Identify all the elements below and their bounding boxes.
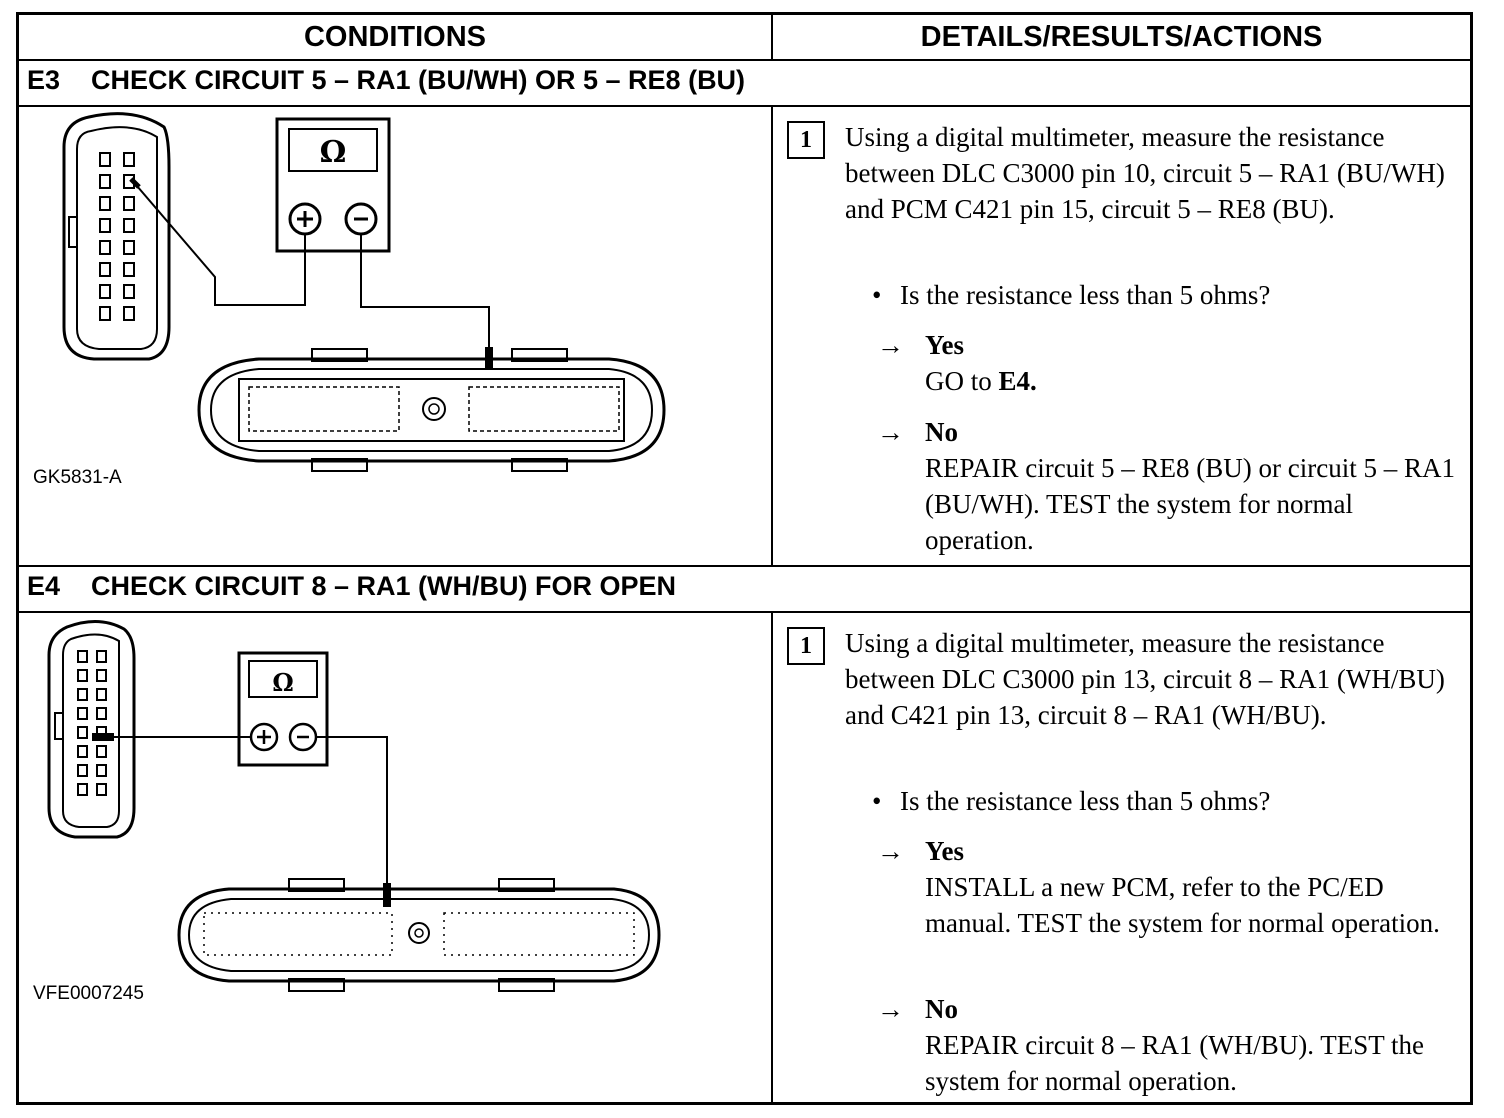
answer-yes-label: Yes <box>925 836 964 866</box>
instruction-text: Using a digital multimeter, measure the … <box>845 122 1445 224</box>
step-e3-title: E3 CHECK CIRCUIT 5 – RA1 (BU/WH) OR 5 – R… <box>27 65 745 96</box>
multimeter-icon <box>237 651 329 767</box>
step-e3-title-row <box>19 61 1470 107</box>
step-id: E3 <box>27 65 61 95</box>
answer-no: → No REPAIR circuit 5 – RE8 (BU) or circ… <box>877 414 1455 558</box>
answer-yes-action: GO to E4. <box>925 363 1455 399</box>
answer-yes: → Yes GO to E4. <box>877 327 1455 399</box>
answer-no-action: REPAIR circuit 5 – RE8 (BU) or circuit 5… <box>925 453 1455 555</box>
e4-wiring-diagram: Ω <box>47 620 661 992</box>
col-conditions-heading: CONDITIONS <box>303 20 487 53</box>
answer-yes-label: Yes <box>925 330 964 360</box>
arrow-right-icon: → <box>877 330 904 360</box>
step-e4-title-row <box>19 567 1470 613</box>
dlc-connector-icon <box>62 112 171 361</box>
e3-wiring-diagram: Ω <box>62 112 666 472</box>
question: • Is the resistance less than 5 ohms? <box>872 277 1460 313</box>
bullet-icon: • <box>872 280 882 310</box>
bullet-icon: • <box>872 786 882 816</box>
arrow-right-icon: → <box>877 417 904 447</box>
answer-no-label: No <box>925 417 958 447</box>
pcm-connector-icon <box>197 348 666 472</box>
step-e3-content-row <box>19 107 1470 567</box>
go-to-step-link: E4. <box>998 366 1037 396</box>
col-details-heading: DETAILS/RESULTS/ACTIONS <box>920 20 1323 53</box>
question: • Is the resistance less than 5 ohms? <box>872 783 1460 819</box>
arrow-right-icon: → <box>877 994 904 1024</box>
e4-details: 1 Using a digital multimeter, measure th… <box>787 625 1467 1103</box>
substep-number: 1 <box>787 627 825 665</box>
answer-yes-action: INSTALL a new PCM, refer to the PC/ED ma… <box>925 872 1440 938</box>
e4-column-divider <box>771 613 773 1105</box>
e3-column-divider <box>771 107 773 565</box>
step-e4-title: E4 CHECK CIRCUIT 8 – RA1 (WH/BU) FOR OPEN <box>27 571 676 602</box>
dlc-connector-icon <box>47 620 136 839</box>
answer-no-action: REPAIR circuit 8 – RA1 (WH/BU). TEST the… <box>925 1030 1424 1096</box>
pcm-connector-icon <box>177 878 661 992</box>
instruction-text: Using a digital multimeter, measure the … <box>845 628 1445 730</box>
ohm-symbol: Ω <box>320 135 347 170</box>
question-text: Is the resistance less than 5 ohms? <box>900 786 1271 816</box>
step-id: E4 <box>27 571 61 601</box>
arrow-right-icon: → <box>877 836 904 866</box>
table-header-row <box>19 15 1470 61</box>
question-text: Is the resistance less than 5 ohms? <box>900 280 1271 310</box>
answer-yes: → Yes INSTALL a new PCM, refer to the PC… <box>877 833 1465 941</box>
answer-no-label: No <box>925 994 958 1024</box>
figure-label: VFE0007245 <box>33 983 144 1004</box>
multimeter-icon <box>275 117 391 253</box>
answer-no: → No REPAIR circuit 8 – RA1 (WH/BU). TES… <box>877 991 1465 1099</box>
e3-details: 1 Using a digital multimeter, measure th… <box>787 119 1467 564</box>
header-divider <box>771 15 773 59</box>
step-title-text: CHECK CIRCUIT 5 – RA1 (BU/WH) OR 5 – RE8… <box>91 65 746 95</box>
step-title-text: CHECK CIRCUIT 8 – RA1 (WH/BU) FOR OPEN <box>91 571 677 601</box>
figure-label: GK5831-A <box>33 467 122 488</box>
action-prefix: GO to <box>925 366 999 396</box>
ohm-symbol: Ω <box>272 668 293 697</box>
substep-number: 1 <box>787 121 825 159</box>
